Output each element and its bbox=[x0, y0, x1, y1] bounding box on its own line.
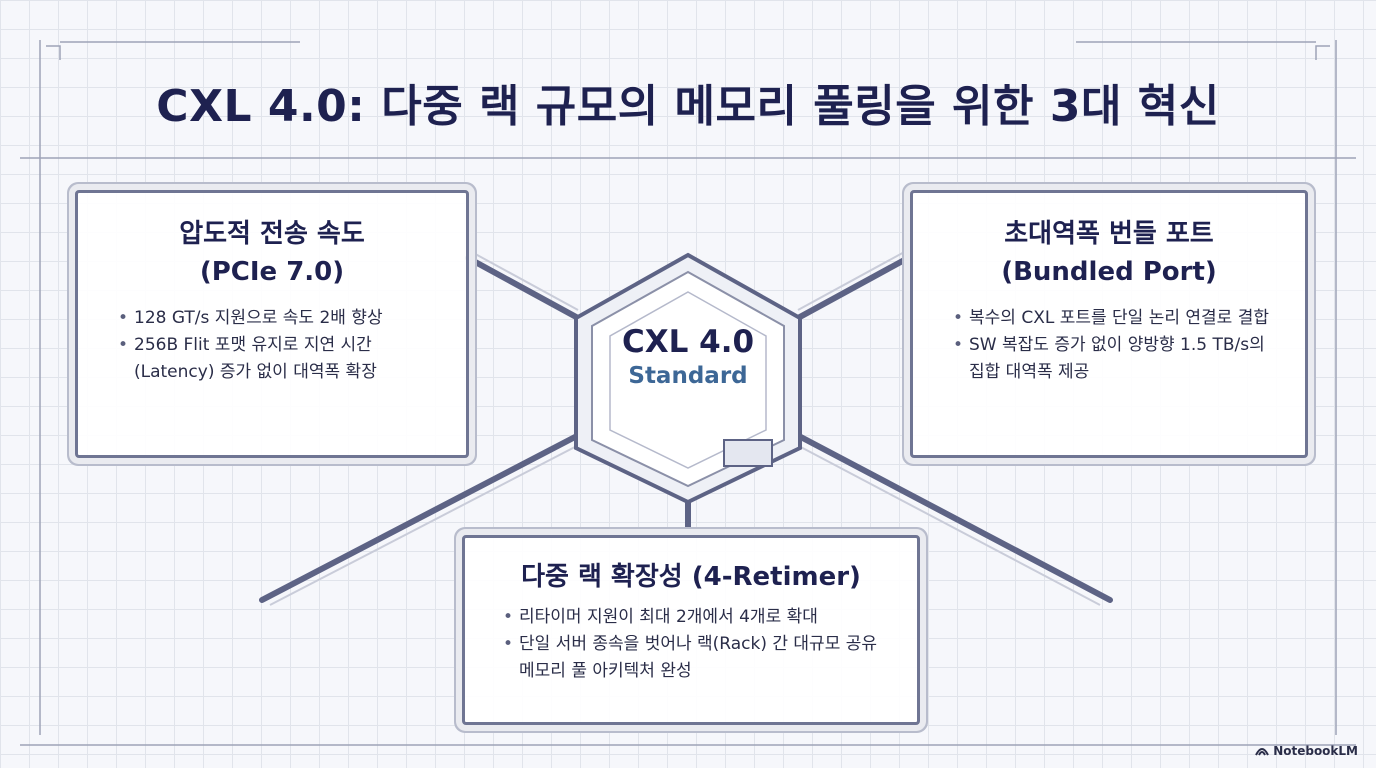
card-pcie-speed: 압도적 전송 속도 (PCIe 7.0) 128 GT/s 지원으로 속도 2배… bbox=[75, 190, 469, 458]
card-bundled-port: 초대역폭 번들 포트 (Bundled Port) 복수의 CXL 포트를 단일… bbox=[910, 190, 1308, 458]
bullet-item: 256B Flit 포맷 유지로 지연 시간(Latency) 증가 없이 대역… bbox=[118, 332, 438, 386]
page-title: CXL 4.0: 다중 랙 규모의 메모리 풀링을 위한 3대 혁신 bbox=[156, 81, 1220, 132]
watermark-text: NotebookLM bbox=[1273, 744, 1358, 758]
notebooklm-logo-icon bbox=[1255, 748, 1270, 756]
hub-subtitle: Standard bbox=[628, 363, 748, 389]
bullet-item: SW 복잡도 증가 없이 양방향 1.5 TB/s의 집합 대역폭 제공 bbox=[953, 332, 1273, 386]
card-heading-line1: 초대역폭 번들 포트 bbox=[1004, 219, 1214, 249]
card-heading: 압도적 전송 속도 (PCIe 7.0) bbox=[78, 215, 466, 291]
hub-title: CXL 4.0 bbox=[621, 324, 755, 360]
watermark: NotebookLM bbox=[1255, 744, 1358, 758]
bullet-list: 128 GT/s 지원으로 속도 2배 향상 256B Flit 포맷 유지로 … bbox=[118, 305, 438, 386]
hub-label: CXL 4.0 Standard bbox=[580, 322, 796, 390]
bullet-item: 복수의 CXL 포트를 단일 논리 연결로 결합 bbox=[953, 305, 1273, 332]
card-heading-line2: (Bundled Port) bbox=[1001, 257, 1217, 287]
card-heading: 다중 랙 확장성 (4-Retimer) bbox=[521, 562, 861, 592]
card-heading-line1: 압도적 전송 속도 bbox=[179, 219, 365, 249]
card-heading-line2: (PCIe 7.0) bbox=[199, 257, 345, 287]
card-multi-rack: 다중 랙 확장성 (4-Retimer) 리타이머 지원이 최대 2개에서 4개… bbox=[462, 535, 920, 725]
bullet-list: 리타이머 지원이 최대 2개에서 4개로 확대 단일 서버 종속을 벗어나 랙(… bbox=[503, 604, 893, 685]
bullet-item: 단일 서버 종속을 벗어나 랙(Rack) 간 대규모 공유 메모리 풀 아키텍… bbox=[503, 631, 893, 685]
card-heading: 초대역폭 번들 포트 (Bundled Port) bbox=[913, 215, 1305, 291]
bullet-item: 리타이머 지원이 최대 2개에서 4개로 확대 bbox=[503, 604, 893, 631]
bullet-item: 128 GT/s 지원으로 속도 2배 향상 bbox=[118, 305, 438, 332]
bullet-list: 복수의 CXL 포트를 단일 논리 연결로 결합 SW 복잡도 증가 없이 양방… bbox=[953, 305, 1273, 386]
